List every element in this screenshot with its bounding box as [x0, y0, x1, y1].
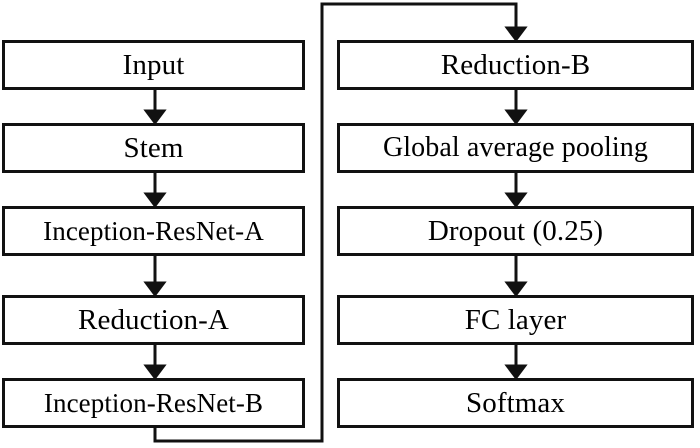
node-fc-layer-label: FC layer: [464, 303, 567, 336]
node-stem-label: Stem: [123, 131, 184, 164]
node-dropout-label: Dropout (0.25): [427, 214, 604, 247]
node-global-average-pooling-label: Global average pooling: [382, 132, 648, 163]
node-dropout[interactable]: Dropout (0.25): [337, 206, 694, 256]
node-reduction-b[interactable]: Reduction-B: [337, 40, 694, 90]
node-fc-layer[interactable]: FC layer: [337, 295, 694, 345]
node-input-label: Input: [122, 48, 185, 81]
node-inception-resnet-a[interactable]: Inception-ResNet-A: [2, 206, 305, 256]
node-reduction-a[interactable]: Reduction-A: [2, 295, 305, 345]
node-softmax[interactable]: Softmax: [337, 378, 694, 428]
node-stem[interactable]: Stem: [2, 123, 305, 173]
node-global-average-pooling[interactable]: Global average pooling: [337, 123, 694, 173]
node-input[interactable]: Input: [2, 40, 305, 90]
node-inception-resnet-b-label: Inception-ResNet-B: [43, 387, 264, 418]
node-inception-resnet-b[interactable]: Inception-ResNet-B: [2, 378, 305, 428]
node-softmax-label: Softmax: [466, 386, 565, 419]
node-reduction-b-label: Reduction-B: [440, 48, 591, 81]
node-reduction-a-label: Reduction-A: [78, 303, 229, 336]
node-inception-resnet-a-label: Inception-ResNet-A: [43, 215, 264, 246]
